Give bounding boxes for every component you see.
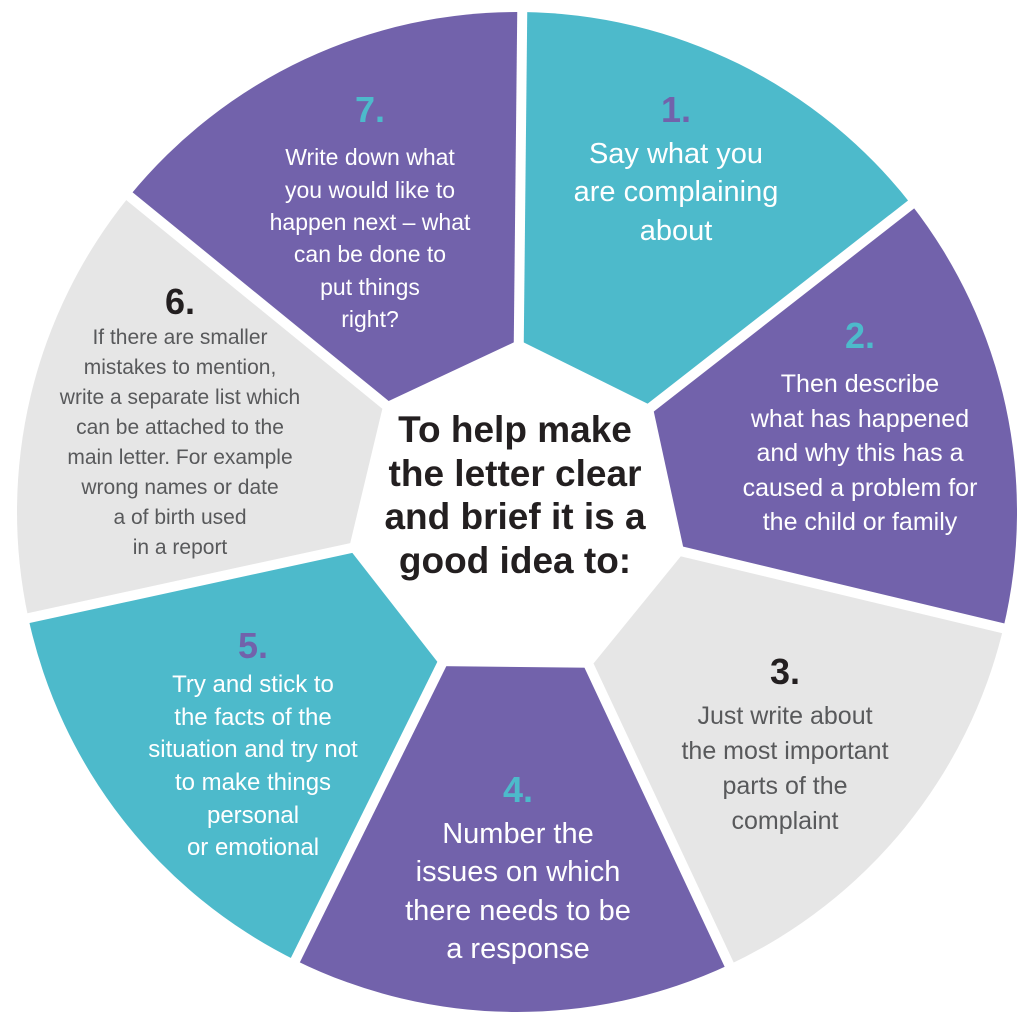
segment-3-text: Just write about the most important part…: [681, 702, 889, 836]
segment-6-number: 6.: [164, 281, 196, 322]
segment-2-number: 2.: [844, 315, 876, 356]
segment-separator: [644, 197, 918, 414]
segment-2-text: Then describe what has happened and why …: [742, 370, 978, 537]
segment-4-content: 4. Number the issues on which there need…: [378, 768, 658, 968]
center-hub: [348, 340, 685, 668]
segment-1-text: Say what you are complaining about: [573, 138, 779, 247]
segment-6-text: If there are smaller mistakes to mention…: [59, 326, 301, 560]
segment-separator: [289, 658, 448, 966]
segment-6-content: 6. If there are smaller mistakes to ment…: [22, 280, 338, 563]
segment-1-content: 1. Say what you are complaining about: [545, 88, 807, 250]
segment-7-text: Write down what you would like to happen…: [269, 144, 471, 333]
segment-separator: [23, 542, 356, 624]
segment-5-content: 5. Try and stick to the facts of the sit…: [118, 624, 388, 865]
segment-separator: [677, 545, 1009, 635]
segment-2-shape: [651, 204, 1018, 629]
segment-separator: [513, 7, 528, 347]
segment-4-text: Number the issues on which there needs t…: [405, 818, 631, 965]
segment-6-shape: [17, 196, 386, 619]
segment-separator: [123, 189, 392, 412]
segment-1-number: 1.: [660, 89, 692, 130]
center-heading: To help make the letter clear and brief …: [384, 409, 646, 581]
segment-5-shape: [28, 548, 442, 961]
segment-4-number: 4.: [502, 769, 534, 810]
segment-separator: [582, 660, 736, 971]
segment-1-shape: [518, 12, 912, 408]
segment-7-number: 7.: [354, 89, 386, 130]
segment-3-content: 3. Just write about the most important p…: [650, 650, 920, 839]
segment-2-content: 2. Then describe what has happened and w…: [712, 314, 1008, 540]
segment-7-shape: [129, 12, 523, 405]
segment-7-content: 7. Write down what you would like to hap…: [230, 88, 510, 336]
segment-3-number: 3.: [769, 651, 801, 692]
segment-3-shape: [589, 551, 1004, 965]
segment-5-text: Try and stick to the facts of the situat…: [148, 671, 358, 862]
segment-5-number: 5.: [237, 625, 269, 666]
